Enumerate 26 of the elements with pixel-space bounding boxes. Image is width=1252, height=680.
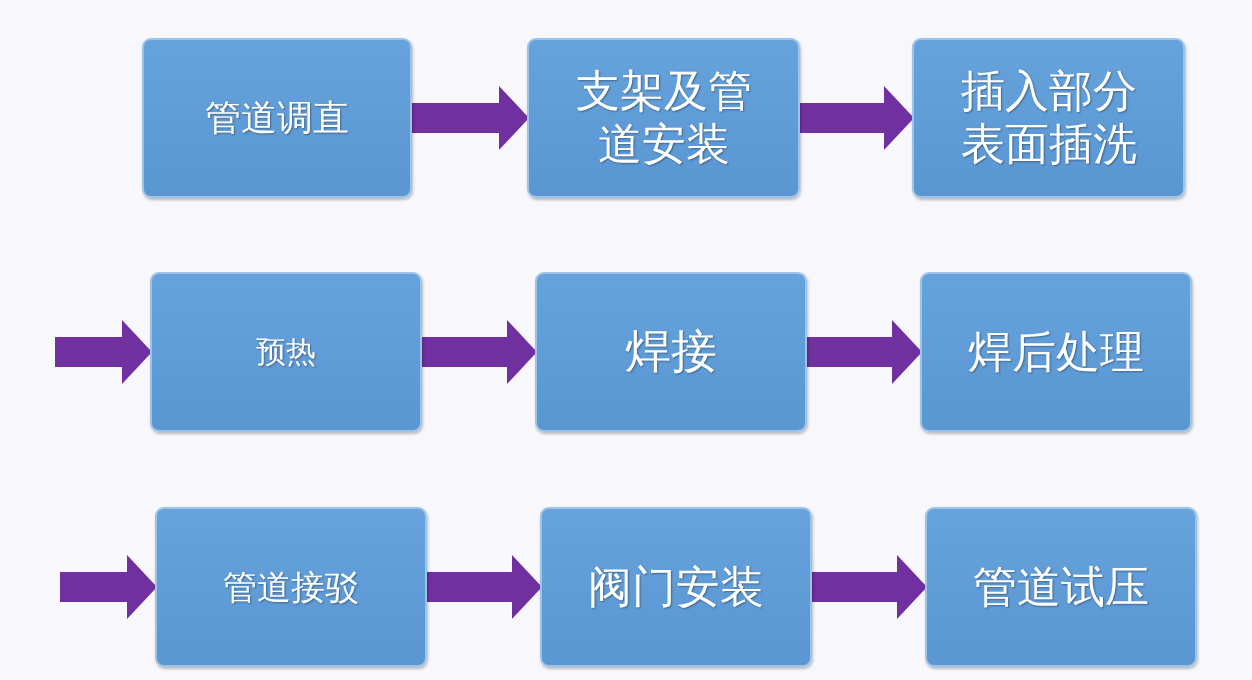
block-arrow	[412, 86, 529, 150]
step-label: 管道调直	[205, 96, 349, 140]
process-box	[535, 272, 807, 432]
process-box	[155, 507, 427, 667]
block-arrow	[55, 320, 152, 384]
block-arrow	[812, 555, 927, 619]
step-label: 焊后处理	[968, 325, 1144, 379]
step-label: 预热	[256, 334, 316, 370]
process-box	[925, 507, 1197, 667]
step-label: 支架及管道安装	[574, 65, 753, 171]
process-box	[540, 507, 812, 667]
step-label: 焊接	[625, 324, 717, 380]
block-arrow	[807, 320, 922, 384]
step-label: 插入部分表面插洗	[959, 65, 1138, 171]
process-box	[150, 272, 422, 432]
process-box	[912, 38, 1185, 198]
process-box	[527, 38, 800, 198]
process-box	[142, 38, 412, 198]
block-arrow	[60, 555, 157, 619]
process-box	[920, 272, 1192, 432]
step-label: 阀门安装	[588, 560, 764, 614]
step-label: 管道试压	[973, 560, 1149, 614]
block-arrow	[422, 320, 537, 384]
step-label: 管道接驳	[223, 566, 359, 608]
block-arrow	[427, 555, 542, 619]
block-arrow	[800, 86, 914, 150]
